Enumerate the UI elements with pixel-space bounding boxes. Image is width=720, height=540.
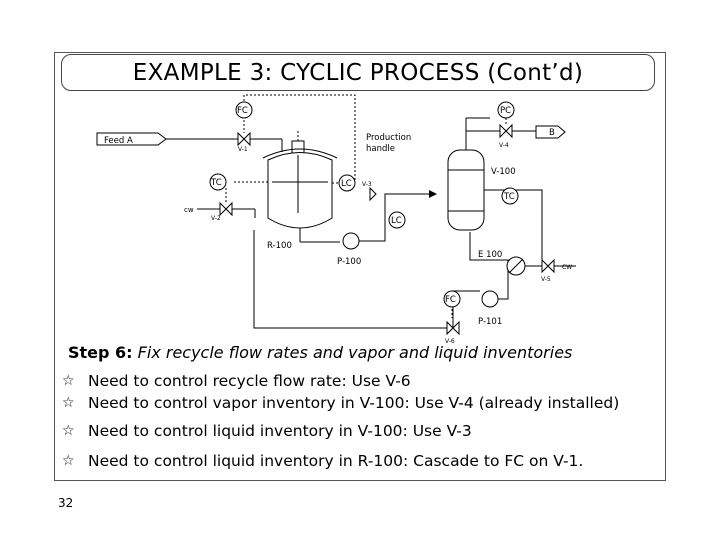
label-v6: V-6 bbox=[445, 338, 455, 345]
label-fc-bottom: FC bbox=[445, 295, 456, 305]
label-v100: V-100 bbox=[491, 167, 516, 177]
star-icon: ☆ bbox=[62, 453, 75, 469]
label-p100: P-100 bbox=[337, 257, 361, 267]
valve-v5 bbox=[541, 258, 555, 274]
label-production: Production bbox=[366, 133, 411, 143]
lc-col-bubble bbox=[388, 211, 406, 229]
label-v2: V-2 bbox=[211, 215, 221, 222]
label-v5: V-5 bbox=[541, 276, 551, 283]
step-heading: Step 6: Fix recycle flow rates and vapor… bbox=[68, 343, 572, 362]
label-cw-left: cw bbox=[184, 206, 194, 214]
label-feed-a: Feed A bbox=[104, 136, 133, 146]
label-fc-top: FC bbox=[237, 106, 248, 116]
label-handle: handle bbox=[366, 144, 395, 154]
label-tc-col: TC bbox=[503, 192, 515, 202]
label-lc-col: LC bbox=[391, 216, 402, 226]
label-v1: V-1 bbox=[238, 146, 248, 153]
slide-title: EXAMPLE 3: CYCLIC PROCESS (Cont’d) bbox=[61, 54, 655, 91]
valve-v1 bbox=[237, 131, 251, 147]
label-b: B bbox=[549, 128, 555, 138]
star-icon: ☆ bbox=[62, 373, 75, 389]
label-v4: V-4 bbox=[499, 142, 509, 149]
tc-col-bubble bbox=[501, 187, 519, 205]
label-tc: TC bbox=[210, 178, 222, 188]
tc-bubble bbox=[209, 173, 227, 191]
label-p101: P-101 bbox=[478, 317, 502, 327]
fc-bottom-bubble bbox=[443, 290, 461, 308]
label-v3: V-3 bbox=[362, 181, 372, 188]
label-cw-right: CW bbox=[562, 264, 572, 271]
label-r100: R-100 bbox=[267, 241, 292, 251]
star-icon: ☆ bbox=[62, 423, 75, 439]
lc-reactor-bubble bbox=[338, 174, 356, 192]
valve-v2 bbox=[219, 201, 233, 217]
fc-top-bubble bbox=[235, 101, 253, 119]
label-pc: PC bbox=[500, 106, 511, 116]
step-prefix: Step 6: bbox=[68, 343, 133, 362]
step-text: Fix recycle flow rates and vapor and liq… bbox=[132, 343, 573, 362]
label-lc-reactor: LC bbox=[341, 179, 352, 189]
slide-frame bbox=[54, 52, 666, 481]
label-e100: E 100 bbox=[478, 250, 502, 260]
page-number: 32 bbox=[58, 496, 74, 510]
valve-v6 bbox=[446, 320, 460, 336]
star-icon: ☆ bbox=[62, 395, 75, 411]
pc-bubble bbox=[497, 101, 515, 119]
valve-v4 bbox=[499, 123, 513, 139]
